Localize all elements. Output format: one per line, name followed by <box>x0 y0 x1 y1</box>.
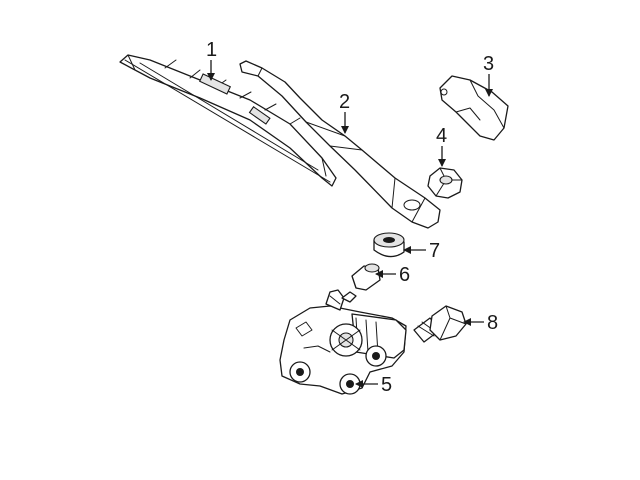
callout-7: 7 <box>429 240 440 262</box>
cover-bracket-part[interactable] <box>439 75 509 141</box>
callout-4: 4 <box>436 125 447 147</box>
callout-2: 2 <box>339 91 350 113</box>
wiper-motor-part[interactable] <box>279 289 407 395</box>
grommet-part[interactable] <box>373 232 405 258</box>
callout-1: 1 <box>206 39 217 61</box>
hex-nut-part[interactable] <box>427 167 463 199</box>
callout-5: 5 <box>381 374 392 396</box>
callout-6: 6 <box>399 264 410 286</box>
bolt-part[interactable] <box>413 305 467 343</box>
callout-8: 8 <box>487 312 498 334</box>
wiper-blade-part[interactable] <box>119 54 337 187</box>
callout-3: 3 <box>483 53 494 75</box>
hose-nozzle-part[interactable] <box>351 263 381 291</box>
wiper-arm-part[interactable] <box>239 60 441 229</box>
